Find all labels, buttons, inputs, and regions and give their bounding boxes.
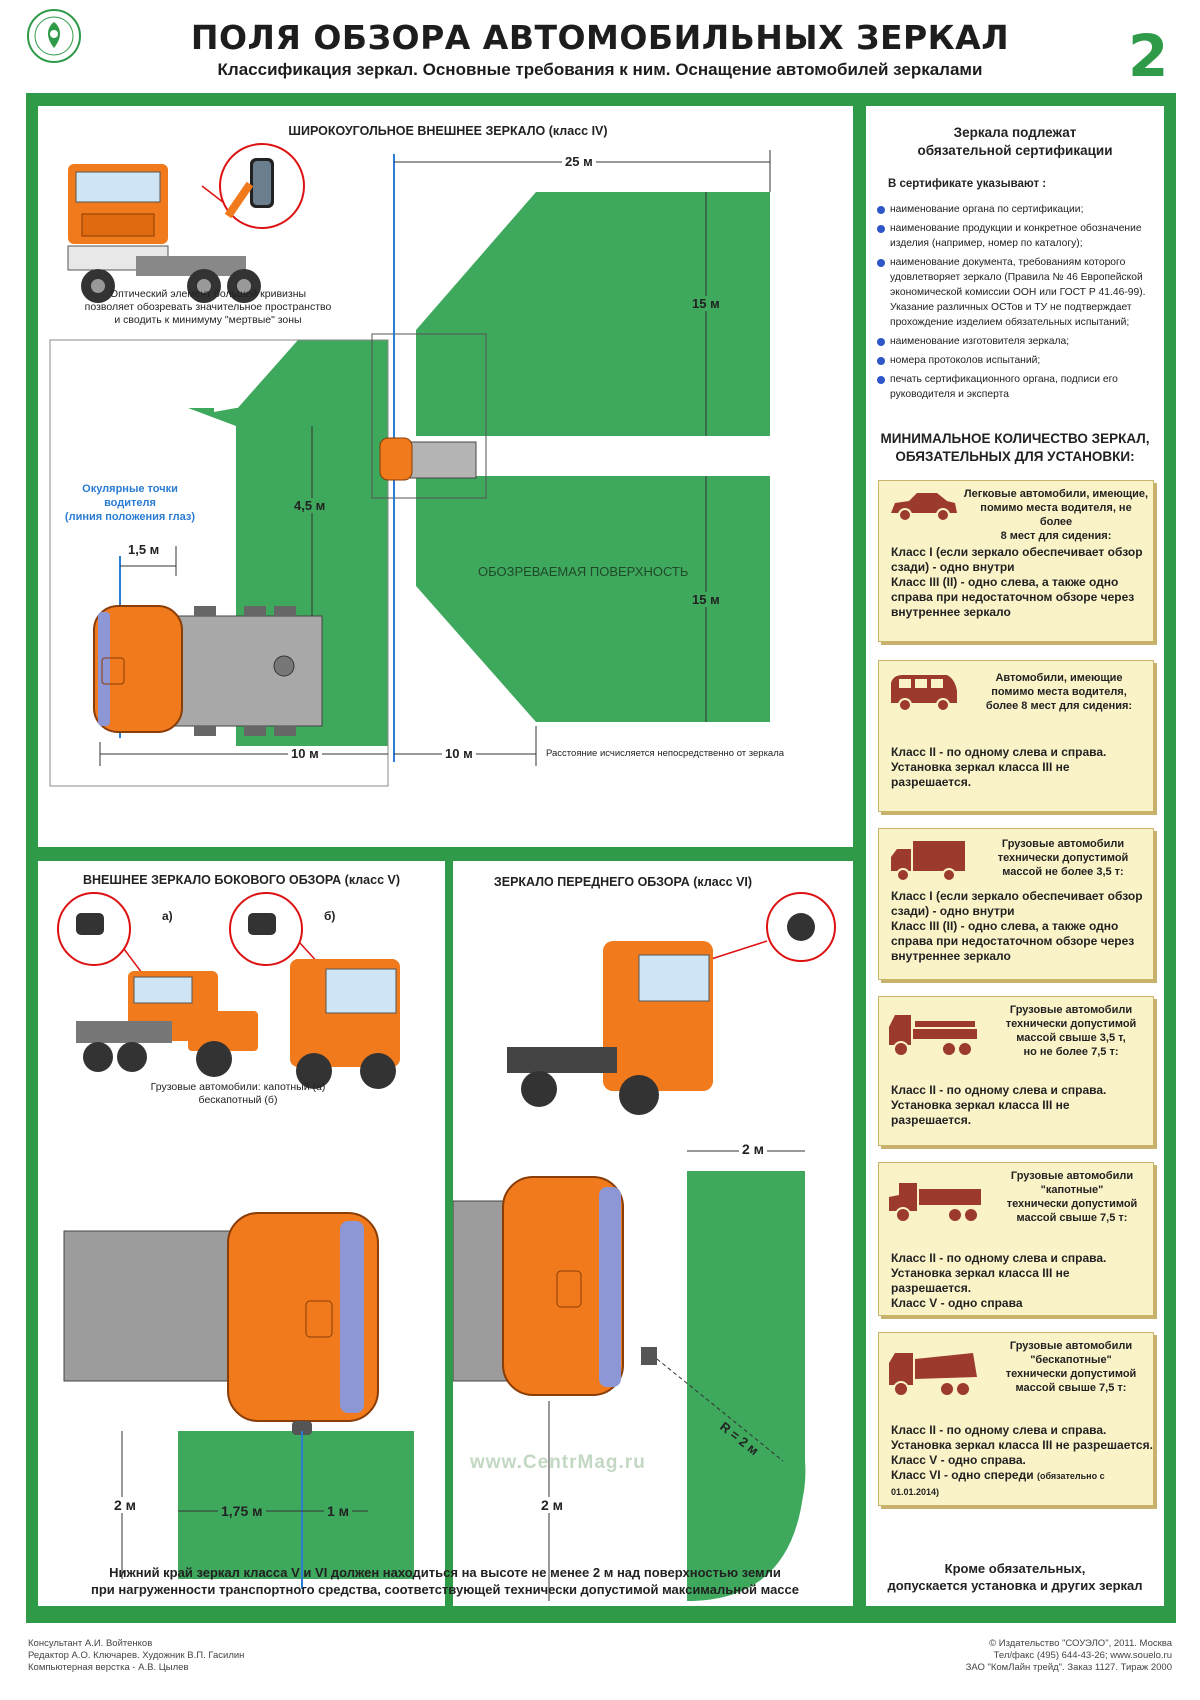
mandatory-date-note: (обязательно с 01.01.2014)	[891, 1471, 1105, 1497]
truck-top-view-left	[93, 605, 323, 736]
box-1-head: Легковые автомобили, имеющие, помимо мес…	[963, 488, 1149, 542]
truck-a-illustration	[76, 971, 258, 1077]
front-view-panel: ЗЕРКАЛО ПЕРЕДНЕГО ОБЗОРА (класс VI) 2 м …	[453, 861, 853, 1606]
dim-4-5m: 4,5 м	[292, 498, 328, 513]
truck-front-illustration	[52, 160, 261, 330]
dump-truck-icon	[889, 1353, 977, 1397]
box-5-head: Грузовые автомобили "капотные" техническ…	[1006, 1170, 1138, 1224]
zone-right-top	[416, 192, 770, 436]
wide-angle-panel: ШИРОКОУГОЛЬНОЕ ВНЕШНЕЕ ЗЕРКАЛО (класс IV…	[38, 106, 853, 847]
side-view-diagram	[57, 892, 414, 1589]
zone-right-bottom	[416, 476, 770, 722]
dim-2m-left: 2 м	[539, 1497, 566, 1513]
distance-note: Расстояние исчисляется непосредственно о…	[546, 748, 785, 759]
page-title: ПОЛЯ ОБЗОРА АВТОМОБИЛЬНЫХ ЗЕРКАЛ	[190, 18, 1010, 57]
certification-title: Зеркала подлежат обязательной сертификац…	[917, 125, 1113, 158]
mirror-zoom-circle	[219, 143, 305, 229]
minibus-icon	[891, 675, 957, 712]
box-5-body: Класс II - по одному слева и справа. Уст…	[891, 1251, 1107, 1310]
front-view-title: ЗЕРКАЛО ПЕРЕДНЕГО ОБЗОРА (класс VI)	[493, 875, 753, 889]
dim-2m-side: 2 м	[112, 1497, 139, 1513]
watermark: www.CentrMag.ru	[470, 1452, 646, 1473]
truck-top-view-side	[63, 1212, 379, 1435]
logo	[26, 8, 82, 64]
requirement-box-van-truck: Грузовые автомобили технически допустимо…	[878, 828, 1154, 980]
dim-10m-right: 10 м	[442, 746, 476, 761]
car-icon	[891, 493, 957, 522]
credits-left: Консультант А.И. Войтенков Редактор А.О.…	[28, 1638, 245, 1673]
list-item: наименование документа, требованиям кото…	[876, 255, 1158, 330]
dim-15m-top: 15 м	[690, 296, 722, 311]
list-item: наименование органа по сертификации;	[876, 202, 1158, 217]
requirement-box-dump-truck: Грузовые автомобили "бескапотные" технич…	[878, 1332, 1154, 1506]
box-3-head: Грузовые автомобили технически допустимо…	[997, 838, 1129, 878]
requirement-box-minibus: Автомобили, имеющие помимо места водител…	[878, 660, 1154, 812]
list-item: номера протоколов испытаний;	[876, 353, 1158, 368]
wide-angle-caption: Оптический элемент большей кривизны позв…	[84, 288, 332, 326]
dim-10m-left: 10 м	[288, 746, 322, 761]
dim-25m: 25 м	[562, 154, 596, 169]
certification-lead: В сертификате указывают :	[888, 178, 1047, 190]
hood-truck-icon	[889, 1183, 981, 1223]
box-6-body: Класс II - по одному слева и справа. Уст…	[891, 1423, 1153, 1497]
flatbed-truck-icon	[889, 1015, 977, 1057]
dim-1m: 1 м	[324, 1503, 353, 1519]
box-1-body: Класс I (если зеркало обеспечивает обзор…	[891, 545, 1143, 619]
wide-angle-diagram	[49, 143, 771, 787]
zone-side	[178, 1431, 414, 1579]
eye-points-label: Окулярные точки водителя (линия положени…	[64, 483, 196, 523]
requirement-box-car: Легковые автомобили, имеющие, помимо мес…	[878, 480, 1154, 642]
box-3-body: Класс I (если зеркало обеспечивает обзор…	[891, 889, 1143, 963]
truck-front-view-illustration	[507, 941, 713, 1115]
dim-2m-top: 2 м	[739, 1141, 768, 1157]
wide-angle-title: ШИРОКОУГОЛЬНОЕ ВНЕШНЕЕ ЗЕРКАЛО (класс IV…	[288, 124, 608, 138]
credits-right: © Издательство "СОУЭЛО", 2011. Москва Те…	[965, 1638, 1172, 1673]
requirement-box-flatbed: Грузовые автомобили технически допустимо…	[878, 996, 1154, 1146]
side-view-panel: ВНЕШНЕЕ ЗЕРКАЛО БОКОВОГО ОБЗОРА (класс V…	[38, 861, 445, 1606]
page-subtitle: Классификация зеркал. Основные требовани…	[217, 60, 983, 79]
minimum-title: МИНИМАЛЬНОЕ КОЛИЧЕСТВО ЗЕРКАЛ, ОБЯЗАТЕЛЬ…	[880, 431, 1150, 464]
truck-b-label: б)	[324, 909, 336, 923]
minimum-footer: Кроме обязательных, допускается установк…	[887, 1561, 1143, 1593]
page-number: 2	[1128, 22, 1169, 90]
box-6-head: Грузовые автомобили "бескапотные" технич…	[1005, 1340, 1137, 1394]
front-view-diagram	[453, 892, 836, 1606]
surface-label: ОБОЗРЕВАЕМАЯ ПОВЕРХНОСТЬ	[478, 564, 689, 579]
box-2-head: Автомобили, имеющие помимо места водител…	[985, 672, 1133, 712]
truck-a-label: а)	[162, 909, 173, 923]
side-view-title: ВНЕШНЕЕ ЗЕРКАЛО БОКОВОГО ОБЗОРА (класс V…	[82, 873, 401, 887]
zone-left-top	[236, 340, 388, 436]
list-item: наименование продукции и конкретное обоз…	[876, 221, 1158, 251]
side-view-caption: Грузовые автомобили: капотный (а) бескап…	[150, 1081, 326, 1106]
truck-b-illustration	[290, 959, 400, 1089]
dim-1-75m: 1,75 м	[218, 1503, 266, 1519]
requirements-column: Зеркала подлежат обязательной сертификац…	[866, 106, 1164, 1606]
bottom-note: Нижний край зеркал класса V и VI должен …	[90, 1565, 799, 1597]
dim-15m-bottom: 15 м	[690, 592, 722, 607]
certification-list: наименование органа по сертификации; наи…	[876, 202, 1158, 406]
box-2-body: Класс II - по одному слева и справа. Уст…	[891, 745, 1107, 789]
list-item: печать сертификационного органа, подписи…	[876, 372, 1158, 402]
box-4-head: Грузовые автомобили технически допустимо…	[1005, 1004, 1137, 1058]
truck-top-view-front	[453, 1176, 657, 1396]
requirement-box-hood-truck: Грузовые автомобили "капотные" техническ…	[878, 1162, 1154, 1316]
truck-top-view-small	[379, 437, 477, 481]
van-truck-icon	[891, 841, 965, 882]
box-4-body: Класс II - по одному слева и справа. Уст…	[891, 1083, 1107, 1127]
dim-1-5m: 1,5 м	[128, 542, 160, 557]
list-item: наименование изготовителя зеркала;	[876, 334, 1158, 349]
